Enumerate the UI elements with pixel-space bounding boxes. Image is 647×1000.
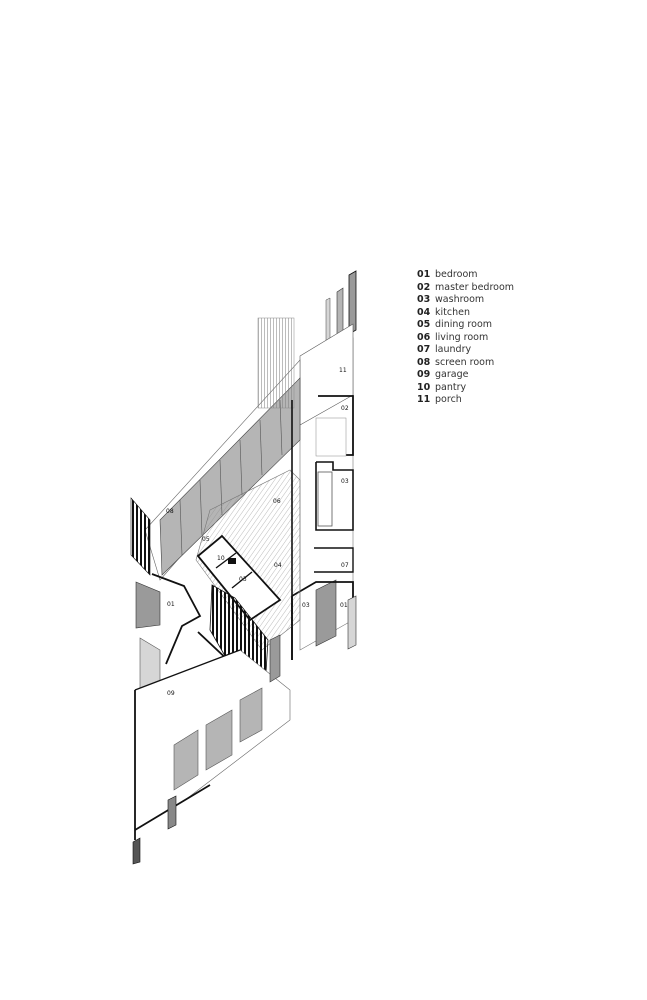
legend-label: kitchen (435, 306, 471, 318)
tag-washroom-south: 03 (302, 602, 310, 609)
screen-room (130, 317, 301, 581)
legend-item: 09 garage (417, 369, 617, 382)
tag-bedroom-west: 01 (167, 601, 175, 608)
garage-shade (269, 634, 281, 683)
bath-fixture (317, 471, 333, 527)
legend-item: 08 screen room (417, 357, 617, 370)
north-fin-1 (348, 270, 357, 335)
screen-room-mullion-5 (259, 419, 263, 476)
legend-label: bedroom (435, 269, 478, 280)
legend-item: 05 dining room (417, 319, 617, 332)
garage-door-2 (205, 709, 233, 771)
east-wing (291, 270, 357, 660)
garage-corner-fin (167, 795, 177, 830)
tag-bedroom-east: 01 (340, 602, 348, 609)
legend-item: 04 kitchen (417, 307, 617, 320)
legend-item: 07 laundry (417, 344, 617, 357)
legend-item: 06 living room (417, 332, 617, 345)
screen-room-mullion-1 (179, 499, 183, 556)
master-bed (315, 417, 347, 457)
legend-label: screen room (435, 356, 495, 368)
legend-number: 10 (417, 381, 431, 393)
tag-washroom-east: 03 (341, 478, 349, 485)
washroom-east-walls (315, 461, 354, 531)
tag-washroom-core: 03 (239, 576, 247, 583)
screen-room-mullion-4 (239, 439, 243, 496)
legend-number: 09 (417, 369, 431, 380)
screen-room-mullion-2 (199, 479, 203, 536)
garage-south-fin (132, 837, 141, 865)
legend-item: 03 washroom (417, 294, 617, 307)
legend-number: 01 (417, 269, 431, 280)
legend-number: 11 (417, 394, 431, 405)
laundry-walls (314, 547, 354, 573)
pantry-appliance (228, 558, 236, 564)
tag-living-room: 06 (273, 498, 281, 505)
legend-number: 03 (417, 294, 431, 305)
legend-item: 10 pantry (417, 382, 617, 395)
legend-label: living room (435, 331, 489, 343)
room-legend: 01 bedroom 02 master bedroom 03 washroom… (417, 269, 617, 407)
legend-label: dining room (435, 319, 493, 330)
tag-screen-room: 08 (166, 508, 174, 515)
legend-number: 08 (417, 356, 431, 368)
legend-number: 02 (417, 281, 431, 293)
garage-south-wall (134, 784, 211, 831)
living-core (195, 400, 301, 701)
screen-room-mullion-6 (279, 399, 283, 456)
tag-kitchen: 04 (274, 562, 282, 569)
legend-item: 01 bedroom (417, 269, 617, 282)
garage-door-1 (173, 729, 199, 791)
tag-garage: 09 (167, 690, 175, 697)
core-division-2 (231, 571, 253, 589)
screen-room-shade (159, 377, 301, 576)
core-division-1 (215, 552, 237, 569)
west-wing (135, 573, 202, 691)
legend-label: master bedroom (435, 281, 515, 293)
tag-dining-room: 05 (202, 536, 210, 543)
screen-room-slats-north (257, 317, 295, 409)
legend-label: pantry (435, 381, 467, 393)
legend-item: 02 master bedroom (417, 282, 617, 295)
legend-number: 06 (417, 331, 431, 343)
legend-label: washroom (435, 294, 485, 305)
legend-number: 04 (417, 306, 431, 318)
screen-room-fins-west (130, 497, 151, 576)
legend-label: porch (435, 394, 462, 405)
room-tags: 11 02 03 07 01 03 08 06 05 10 03 04 01 0… (166, 367, 349, 697)
garage-door-3 (239, 687, 263, 743)
legend-number: 07 (417, 344, 431, 355)
bedroom-west-walls (151, 573, 202, 665)
bedroom-east-fin (347, 595, 357, 650)
legend-item: 11 porch (417, 394, 617, 407)
tag-master-bedroom: 02 (341, 405, 349, 412)
legend-label: laundry (435, 344, 472, 355)
master-bedroom-walls (318, 395, 354, 456)
bedroom-west-shade (135, 581, 161, 629)
legend-number: 05 (417, 319, 431, 330)
bedroom-east-shade (315, 579, 337, 647)
tag-porch: 11 (339, 367, 347, 374)
tag-pantry: 10 (217, 555, 225, 562)
legend-label: garage (435, 369, 469, 380)
garage-north-wall (134, 649, 241, 691)
garage (132, 634, 291, 865)
tag-laundry: 07 (341, 562, 349, 569)
